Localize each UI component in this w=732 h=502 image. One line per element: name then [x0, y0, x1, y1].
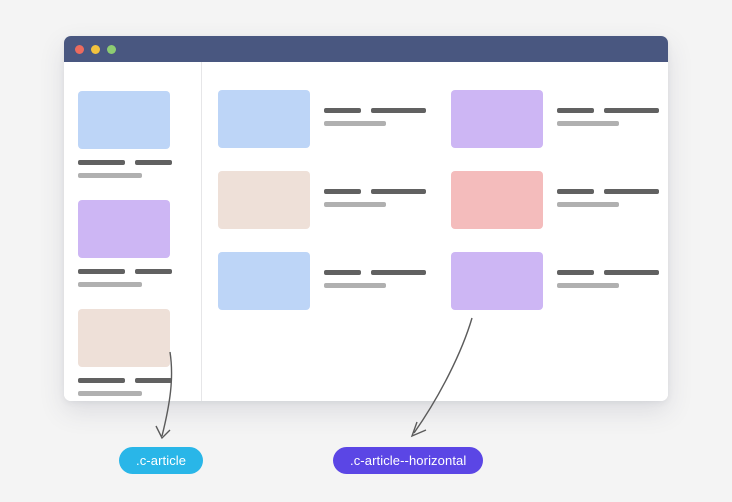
article-text-placeholder [557, 171, 659, 207]
subtitle-line [557, 202, 619, 207]
window-title-bar [64, 36, 668, 62]
subtitle-line [78, 391, 142, 396]
article-thumbnail [218, 252, 310, 310]
title-line-secondary [604, 108, 659, 113]
article-text-placeholder [78, 160, 201, 178]
title-line-secondary [135, 378, 172, 383]
article-text-placeholder [78, 378, 201, 396]
annotation-pill-article[interactable]: .c-article [119, 447, 204, 474]
title-line-secondary [371, 270, 426, 275]
subtitle-line [324, 202, 386, 207]
article-text-placeholder [324, 252, 426, 288]
window-body [64, 62, 668, 401]
title-line-primary [557, 270, 594, 275]
article-card-horizontal[interactable] [451, 252, 668, 333]
article-title-lines [78, 269, 201, 274]
article-text-placeholder [324, 171, 426, 207]
article-thumbnail [78, 309, 170, 367]
article-card-horizontal[interactable] [218, 171, 435, 252]
title-line-secondary [135, 160, 172, 165]
title-line-primary [78, 378, 125, 383]
article-card-horizontal[interactable] [451, 90, 668, 171]
title-line-primary [324, 270, 361, 275]
close-button-icon[interactable] [75, 44, 84, 54]
article-text-placeholder [324, 90, 426, 126]
title-line-secondary [135, 269, 172, 274]
article-card-vertical[interactable] [78, 309, 201, 396]
article-thumbnail [218, 171, 310, 229]
article-title-lines [324, 270, 426, 275]
title-line-secondary [371, 189, 426, 194]
article-card-horizontal[interactable] [218, 252, 435, 333]
maximize-button-icon[interactable] [107, 44, 116, 54]
article-thumbnail [451, 90, 543, 148]
subtitle-line [557, 121, 619, 126]
title-line-primary [324, 189, 361, 194]
title-line-primary [78, 269, 125, 274]
subtitle-line [324, 283, 386, 288]
title-line-primary [557, 108, 594, 113]
article-thumbnail [78, 200, 170, 258]
article-thumbnail [78, 91, 170, 149]
article-text-placeholder [78, 269, 201, 287]
title-line-primary [324, 108, 361, 113]
main-article-grid [202, 62, 668, 401]
subtitle-line [557, 283, 619, 288]
title-line-secondary [371, 108, 426, 113]
title-line-secondary [604, 189, 659, 194]
article-title-lines [78, 160, 201, 165]
minimize-button-icon[interactable] [91, 44, 100, 54]
subtitle-line [324, 121, 386, 126]
subtitle-line [78, 282, 142, 287]
subtitle-line [78, 173, 142, 178]
article-thumbnail [218, 90, 310, 148]
browser-window [64, 36, 668, 401]
title-line-primary [78, 160, 125, 165]
article-text-placeholder [557, 90, 659, 126]
annotation-pill-article-horizontal[interactable]: .c-article--horizontal [333, 447, 484, 474]
article-card-horizontal[interactable] [218, 90, 435, 171]
title-line-secondary [604, 270, 659, 275]
article-card-vertical[interactable] [78, 200, 201, 287]
article-title-lines [557, 108, 659, 113]
article-title-lines [78, 378, 201, 383]
article-title-lines [324, 189, 426, 194]
article-text-placeholder [557, 252, 659, 288]
article-title-lines [324, 108, 426, 113]
article-thumbnail [451, 252, 543, 310]
title-line-primary [557, 189, 594, 194]
article-title-lines [557, 270, 659, 275]
article-thumbnail [451, 171, 543, 229]
article-title-lines [557, 189, 659, 194]
article-card-horizontal[interactable] [451, 171, 668, 252]
sidebar-article-list [64, 62, 202, 401]
article-card-vertical[interactable] [78, 91, 201, 178]
